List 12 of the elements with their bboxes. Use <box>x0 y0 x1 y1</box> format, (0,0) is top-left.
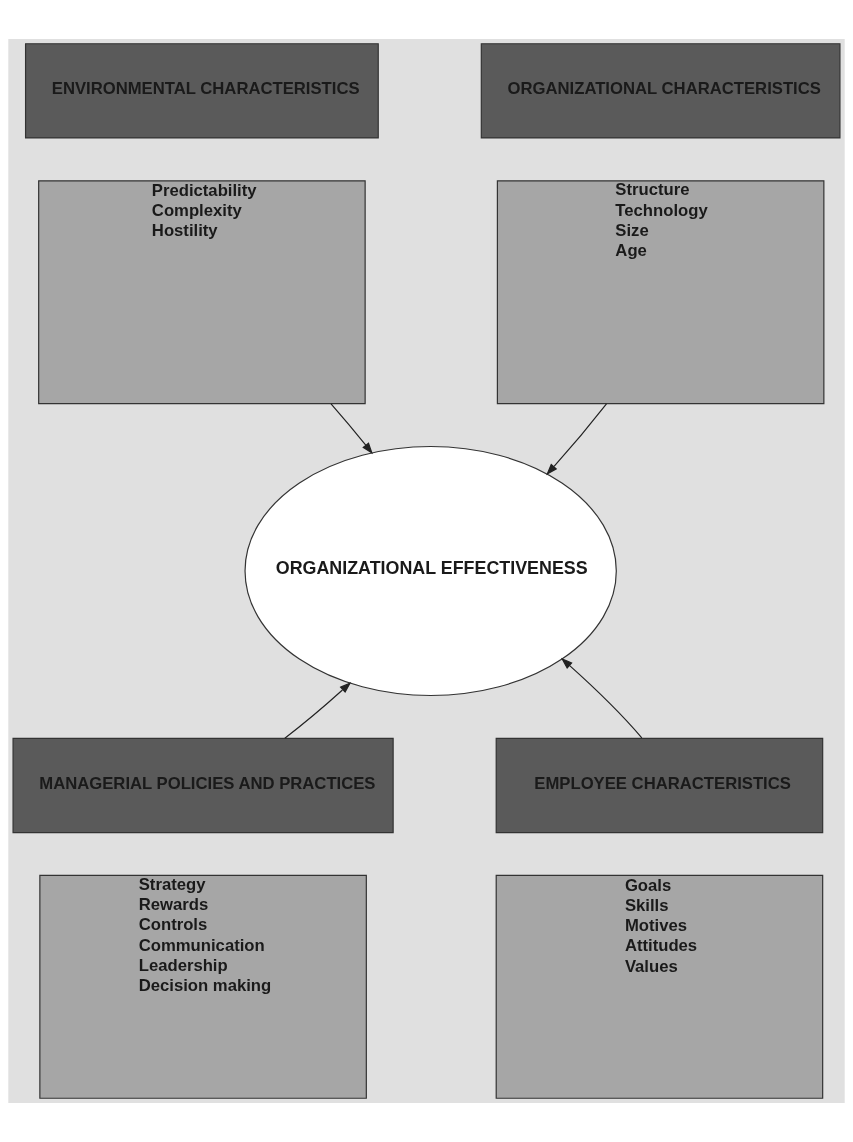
arrow <box>546 403 608 476</box>
arrow <box>560 657 643 739</box>
node-box: Strategy Rewards Controls Communication Leadership Decision making <box>39 874 367 1099</box>
node-box: Structure Technology Size Age <box>496 180 825 405</box>
node-box: EMPLOYEE CHARACTERISTICS <box>495 737 824 834</box>
arrow <box>284 682 352 739</box>
arrow <box>330 403 373 455</box>
node-box: ENVIRONMENTAL CHARACTERISTICS <box>24 43 379 139</box>
node-box: MANAGERIAL POLICIES AND PRACTICES <box>12 737 394 834</box>
node-box: ORGANIZATIONAL CHARACTERISTICS <box>480 43 841 139</box>
node-box: Goals Skills Motives Attitudes Values <box>495 874 824 1099</box>
node-box: Predictability Complexity Hostility <box>38 180 366 405</box>
